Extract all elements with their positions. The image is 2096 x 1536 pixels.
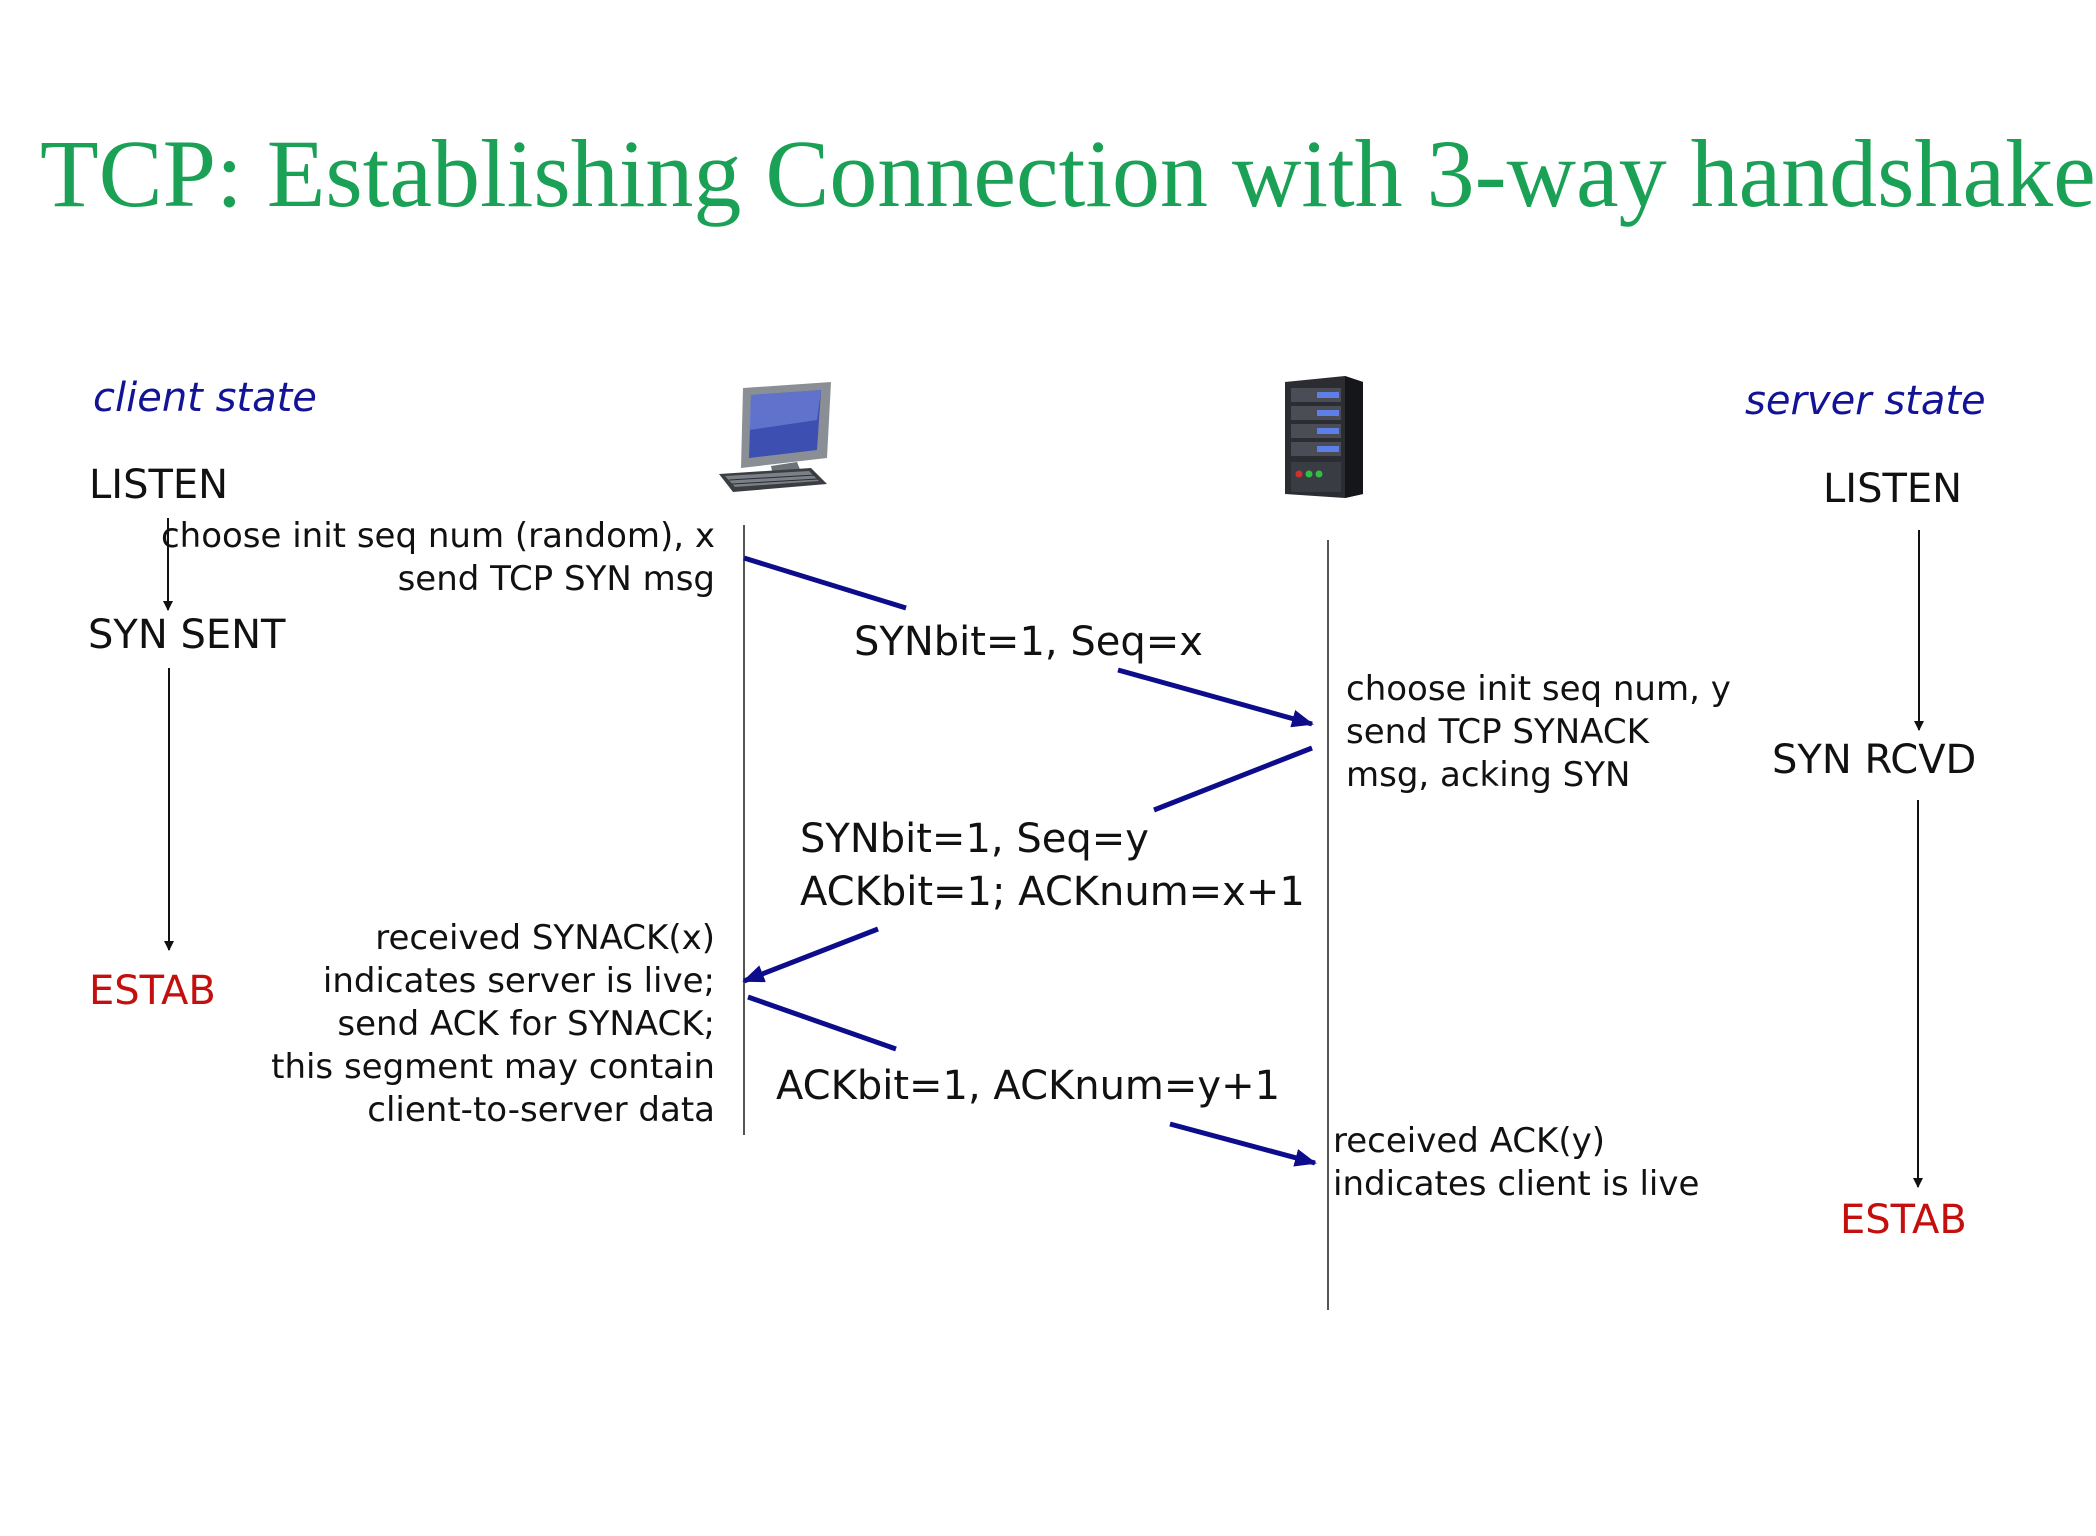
server-note-received-ack: received ACK(y) indicates client is live [1333,1120,1699,1206]
message-line: SYNbit=1, Seq=y [800,816,1149,862]
message-synack-arrow-segment [1153,745,1313,813]
note-line: choose init seq num, y [1346,669,1731,709]
note-line: send TCP SYNACK [1346,712,1649,752]
slide-title: TCP: Establishing Connection with 3-way … [40,120,2096,227]
note-line: indicates client is live [1333,1164,1700,1204]
message-ack-label: ACKbit=1, ACKnum=y+1 [776,1060,1280,1113]
message-line: ACKbit=1; ACKnum=x+1 [800,869,1305,915]
sequence-diagram [163,518,1924,1310]
note-line: received SYNACK(x) [375,918,715,958]
message-syn-label: SYNbit=1, Seq=x [854,616,1203,669]
server-state-header: server state [1745,378,1986,424]
message-ack-arrow [1169,1121,1317,1167]
note-line: indicates server is live; [322,961,715,1001]
slide: TCP: Establishing Connection with 3-way … [40,120,2096,1310]
note-line: received ACK(y) [1333,1121,1605,1161]
note-line: send ACK for SYNACK; [337,1004,715,1044]
server-state-syn-rcvd: SYN RCVD [1772,737,1977,783]
message-ack-arrow-segment [747,994,897,1052]
desktop-computer-icon [715,380,835,500]
note-line: choose init seq num (random), x [160,516,715,556]
message-syn-arrow-segment [743,555,907,611]
server-state-estab: ESTAB [1840,1197,1967,1243]
server-tower-icon [1283,374,1365,504]
client-note-choose-init: choose init seq num (random), x send TCP… [161,515,715,601]
message-synack-arrow [742,926,879,984]
message-line: SYNbit=1, Seq=x [854,619,1203,665]
message-synack-label: SYNbit=1, Seq=y ACKbit=1; ACKnum=x+1 [800,813,1305,919]
client-state-listen: LISTEN [89,462,229,508]
note-line: client-to-server data [367,1090,715,1130]
server-state-listen: LISTEN [1823,466,1963,512]
message-syn-arrow [1117,667,1314,728]
message-line: ACKbit=1, ACKnum=y+1 [776,1063,1281,1109]
server-note-choose-init: choose init seq num, y send TCP SYNACK m… [1346,668,1731,797]
note-line: msg, acking SYN [1346,755,1631,795]
client-state-syn-sent: SYN SENT [88,612,286,658]
note-line: send TCP SYN msg [397,559,715,599]
note-line: this segment may contain [271,1047,715,1087]
client-state-header: client state [93,375,317,421]
client-note-received-synack: received SYNACK(x) indicates server is l… [271,917,715,1132]
client-state-estab: ESTAB [89,968,216,1014]
